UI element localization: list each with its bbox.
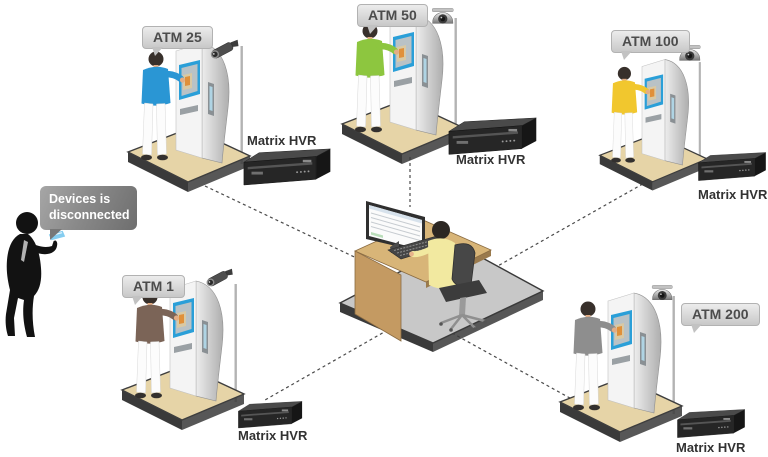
matrix-hvr-device (698, 152, 767, 181)
atm-50-station (342, 15, 464, 164)
matrix-hvr-label: Matrix HVR (238, 428, 308, 443)
connector-atm-25 (204, 185, 368, 264)
atm-100-label: ATM 100 (611, 30, 690, 60)
disconnect-alert-bubble: Devices is disconnected (40, 186, 137, 240)
bullet-camera-icon (204, 268, 234, 289)
atm-50-label: ATM 50 (357, 4, 428, 34)
atm-100-station (600, 59, 707, 190)
matrix-hvr-label: Matrix HVR (456, 152, 526, 167)
dome-camera-icon (431, 8, 454, 24)
matrix-hvr-label: Matrix HVR (247, 133, 317, 148)
atm-1-label: ATM 1 (122, 275, 185, 305)
atm-200-label: ATM 200 (681, 303, 760, 333)
atm-25-label: ATM 25 (142, 26, 213, 56)
matrix-hvr-device (448, 117, 537, 155)
atm-25-station (128, 43, 250, 192)
atm-200-station (560, 293, 682, 442)
office-chair (439, 243, 487, 332)
bullet-camera-icon (208, 39, 239, 61)
matrix-hvr-device (243, 148, 331, 186)
dome-camera-icon (651, 284, 673, 301)
central-monitoring-station (338, 201, 545, 352)
connector-atm-100 (472, 180, 649, 281)
network-connections (204, 157, 649, 409)
matrix-hvr-label: Matrix HVR (698, 187, 768, 202)
connector-atm-1 (264, 326, 394, 401)
connector-atm-200 (451, 332, 589, 409)
matrix-hvr-label: Matrix HVR (676, 440, 746, 455)
matrix-hvr-device (238, 401, 303, 429)
matrix-hvr-device (677, 409, 746, 438)
